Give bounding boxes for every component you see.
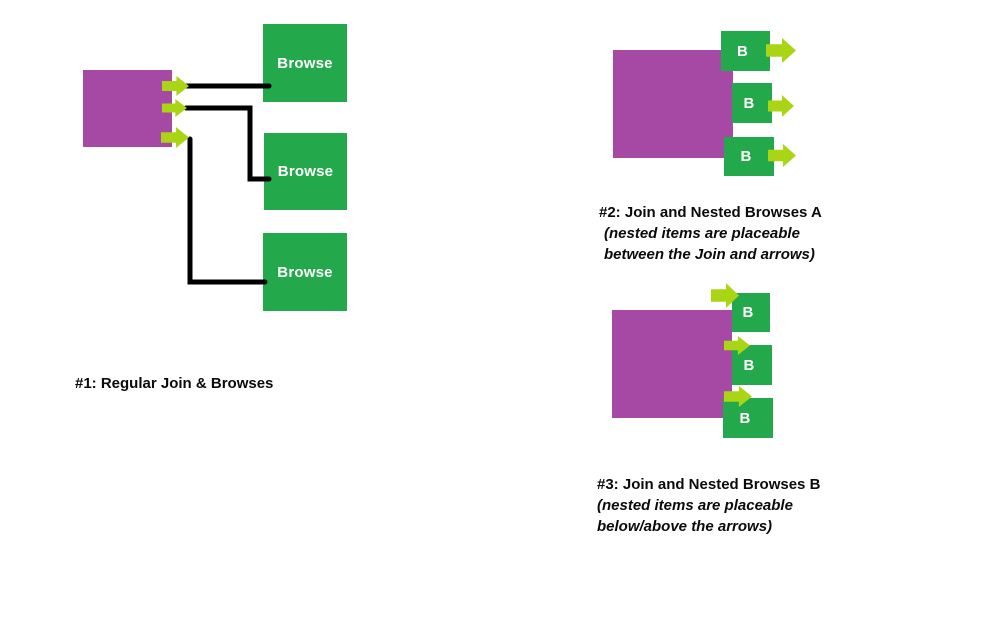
- browse-node: Browse: [264, 133, 347, 210]
- nested-browse-label: B: [739, 409, 751, 427]
- join-node-2: [613, 50, 733, 158]
- diagram2-caption-note-line2: between the Join and arrows): [604, 246, 815, 263]
- nested-browse-label: B: [742, 304, 754, 321]
- nested-browse-label: B: [740, 148, 752, 165]
- connector-line: [187, 136, 268, 285]
- diagram1-caption: #1: Regular Join & Browses: [75, 375, 274, 392]
- join-node-1: [83, 70, 172, 147]
- join-node-3: [612, 310, 732, 418]
- nested-browse-label: B: [736, 42, 749, 60]
- connector-line: [183, 105, 272, 182]
- diagram2-caption-title: #2: Join and Nested Browses A: [599, 204, 822, 221]
- browse-node: Browse: [263, 24, 347, 102]
- diagram3-caption-title: #3: Join and Nested Browses B: [597, 476, 821, 493]
- nested-browse-label: B: [743, 356, 755, 374]
- nested-browse-node: B: [724, 137, 774, 176]
- nested-browse-node: B: [723, 398, 773, 438]
- diagram3-caption-note-line1: (nested items are placeable: [597, 497, 793, 514]
- nested-browse-node: B: [732, 83, 772, 123]
- nested-browse-node: B: [721, 31, 770, 71]
- browse-node-label: Browse: [277, 163, 334, 180]
- nested-browse-node: B: [732, 293, 770, 332]
- diagram3-caption: #3: Join and Nested Browses B (nested it…: [597, 474, 820, 537]
- diagram2-caption-note-line1: (nested items are placeable: [604, 225, 800, 242]
- nested-browse-label: B: [743, 94, 755, 112]
- nested-browse-node: B: [732, 345, 772, 385]
- browse-node-label: Browse: [277, 54, 333, 72]
- diagram3-caption-note-line2: below/above the arrows): [597, 518, 773, 535]
- arrow-right-icon: [766, 38, 796, 64]
- diagram2-caption: #2: Join and Nested Browses A (nested it…: [599, 202, 822, 265]
- browse-node: Browse: [263, 233, 347, 311]
- browse-node-label: Browse: [277, 263, 333, 281]
